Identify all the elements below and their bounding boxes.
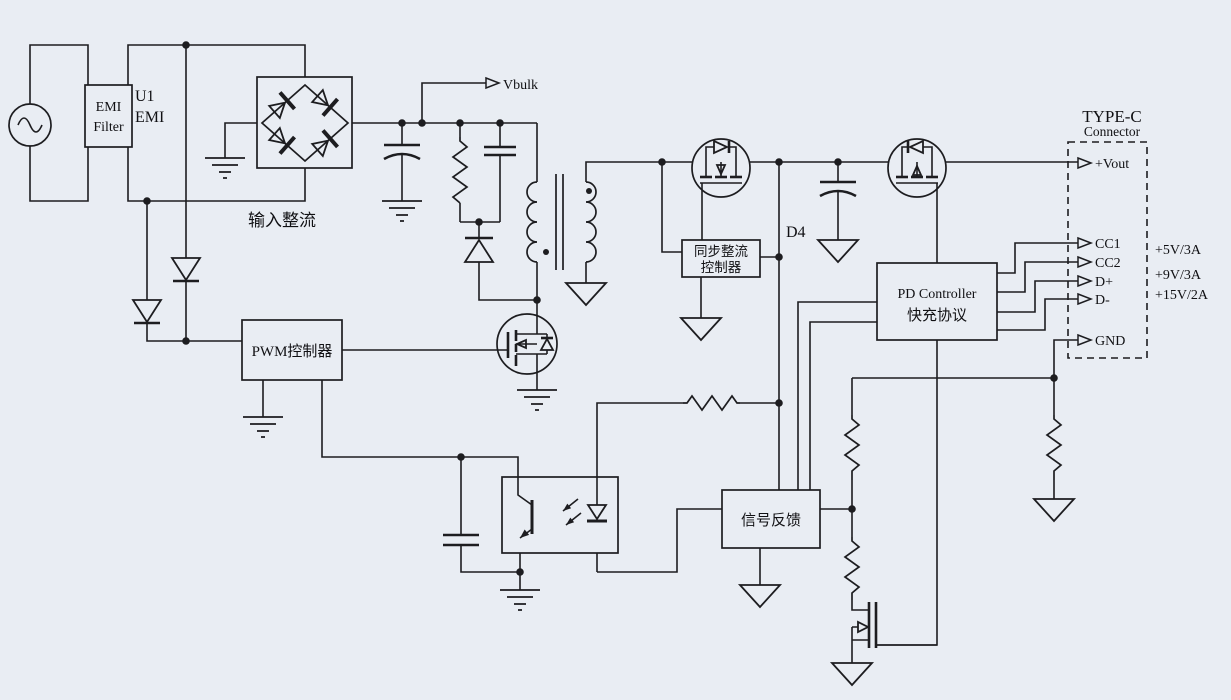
sync-rect-label-1: 同步整流 (694, 244, 748, 259)
vbulk-net: Vbulk (485, 76, 538, 93)
pin-dminus-label: D- (1095, 293, 1110, 308)
vbulk-label: Vbulk (503, 78, 538, 93)
sync-rect-mosfet (691, 138, 751, 240)
feedback-select-mosfet (857, 602, 937, 648)
pd-controller-label-2: 快充协议 (907, 307, 967, 324)
startup-diodes (131, 257, 202, 325)
opto-series-resistor-icon (683, 394, 740, 412)
emi-ref-label-1: U1 (135, 88, 155, 105)
output-spec-15v: +15V/2A (1155, 288, 1209, 303)
junction-dots (143, 41, 1058, 576)
type-c-connector: TYPE-C Connector +Vout CC1 CC2 D+ D- GND… (1067, 107, 1209, 359)
pin-arrow-cc1-icon (1077, 236, 1094, 250)
emi-filter-label-2: Filter (93, 120, 124, 135)
pin-gnd-label: GND (1095, 334, 1125, 349)
ground-bar-icons (205, 157, 557, 611)
snubber-diode-icon (463, 238, 495, 263)
transformer (526, 174, 597, 270)
opto-led-icon (586, 504, 608, 521)
input-rectifier-label: 输入整流 (248, 211, 316, 230)
snubber-resistor-icon (451, 137, 469, 204)
opto-filter-capacitor-icon (443, 533, 479, 547)
snubber-network (451, 137, 516, 263)
pin-arrow-cc2-icon (1077, 255, 1094, 269)
pwm-controller-box: PWM控制器 (241, 319, 343, 381)
pin-arrow-dminus-icon (1077, 292, 1094, 306)
pin-vout-label: +Vout (1095, 157, 1129, 172)
bridge-diode-icon (267, 91, 297, 120)
divider-bottom-resistor-icon (843, 537, 861, 600)
sync-rect-controller-box: 同步整流 控制器 (681, 239, 761, 278)
emi-filter-label-1: EMI (96, 100, 122, 115)
pin-arrow-dplus-icon (1077, 274, 1094, 288)
pd-controller-label-1: PD Controller (898, 287, 977, 302)
bridge-diode-icon (310, 88, 340, 117)
pin-cc2-label: CC2 (1095, 256, 1121, 271)
vbulk-arrow-icon (485, 76, 502, 90)
bridge-diode-icon (310, 129, 340, 158)
primary-mosfet (342, 313, 558, 375)
pd-controller-box: PD Controller 快充协议 (876, 262, 998, 341)
load-switch-mosfet (887, 138, 947, 263)
gnd-resistor-icon (1045, 415, 1063, 480)
optocoupler (501, 476, 619, 554)
output-capacitor-icon (819, 180, 857, 198)
wire-segments (29, 44, 1078, 663)
output-spec-9v: +9V/3A (1155, 268, 1202, 283)
emi-filter-box: EMI Filter U1 EMI (84, 84, 164, 148)
signal-feedback-label: 信号反馈 (741, 512, 801, 529)
output-spec-5v: +5V/3A (1155, 243, 1202, 258)
pin-dplus-label: D+ (1095, 275, 1113, 290)
bridge-diode-icon (267, 126, 297, 155)
divider-top-resistor-icon (843, 415, 861, 480)
d4-net-label: D4 (786, 224, 806, 241)
pwm-controller-label: PWM控制器 (252, 343, 333, 360)
pin-cc1-label: CC1 (1095, 237, 1121, 252)
typec-title: TYPE-C (1082, 107, 1142, 126)
ac-source-icon (8, 103, 52, 147)
signal-feedback-box: 信号反馈 (721, 489, 821, 549)
sync-rect-label-2: 控制器 (701, 260, 742, 275)
secondary-phase-dot (586, 188, 592, 194)
pin-arrow-gnd-icon (1077, 333, 1094, 347)
typec-subtitle: Connector (1084, 124, 1141, 139)
emi-ref-label-2: EMI (135, 109, 164, 126)
bridge-rectifier: 输入整流 (248, 76, 353, 230)
ground-triangle-icons (563, 239, 1077, 687)
pin-arrow-vout-icon (1077, 156, 1094, 170)
primary-phase-dot (543, 249, 549, 255)
bulk-capacitor-icon (383, 143, 421, 161)
feedback-resistors (683, 394, 1063, 600)
